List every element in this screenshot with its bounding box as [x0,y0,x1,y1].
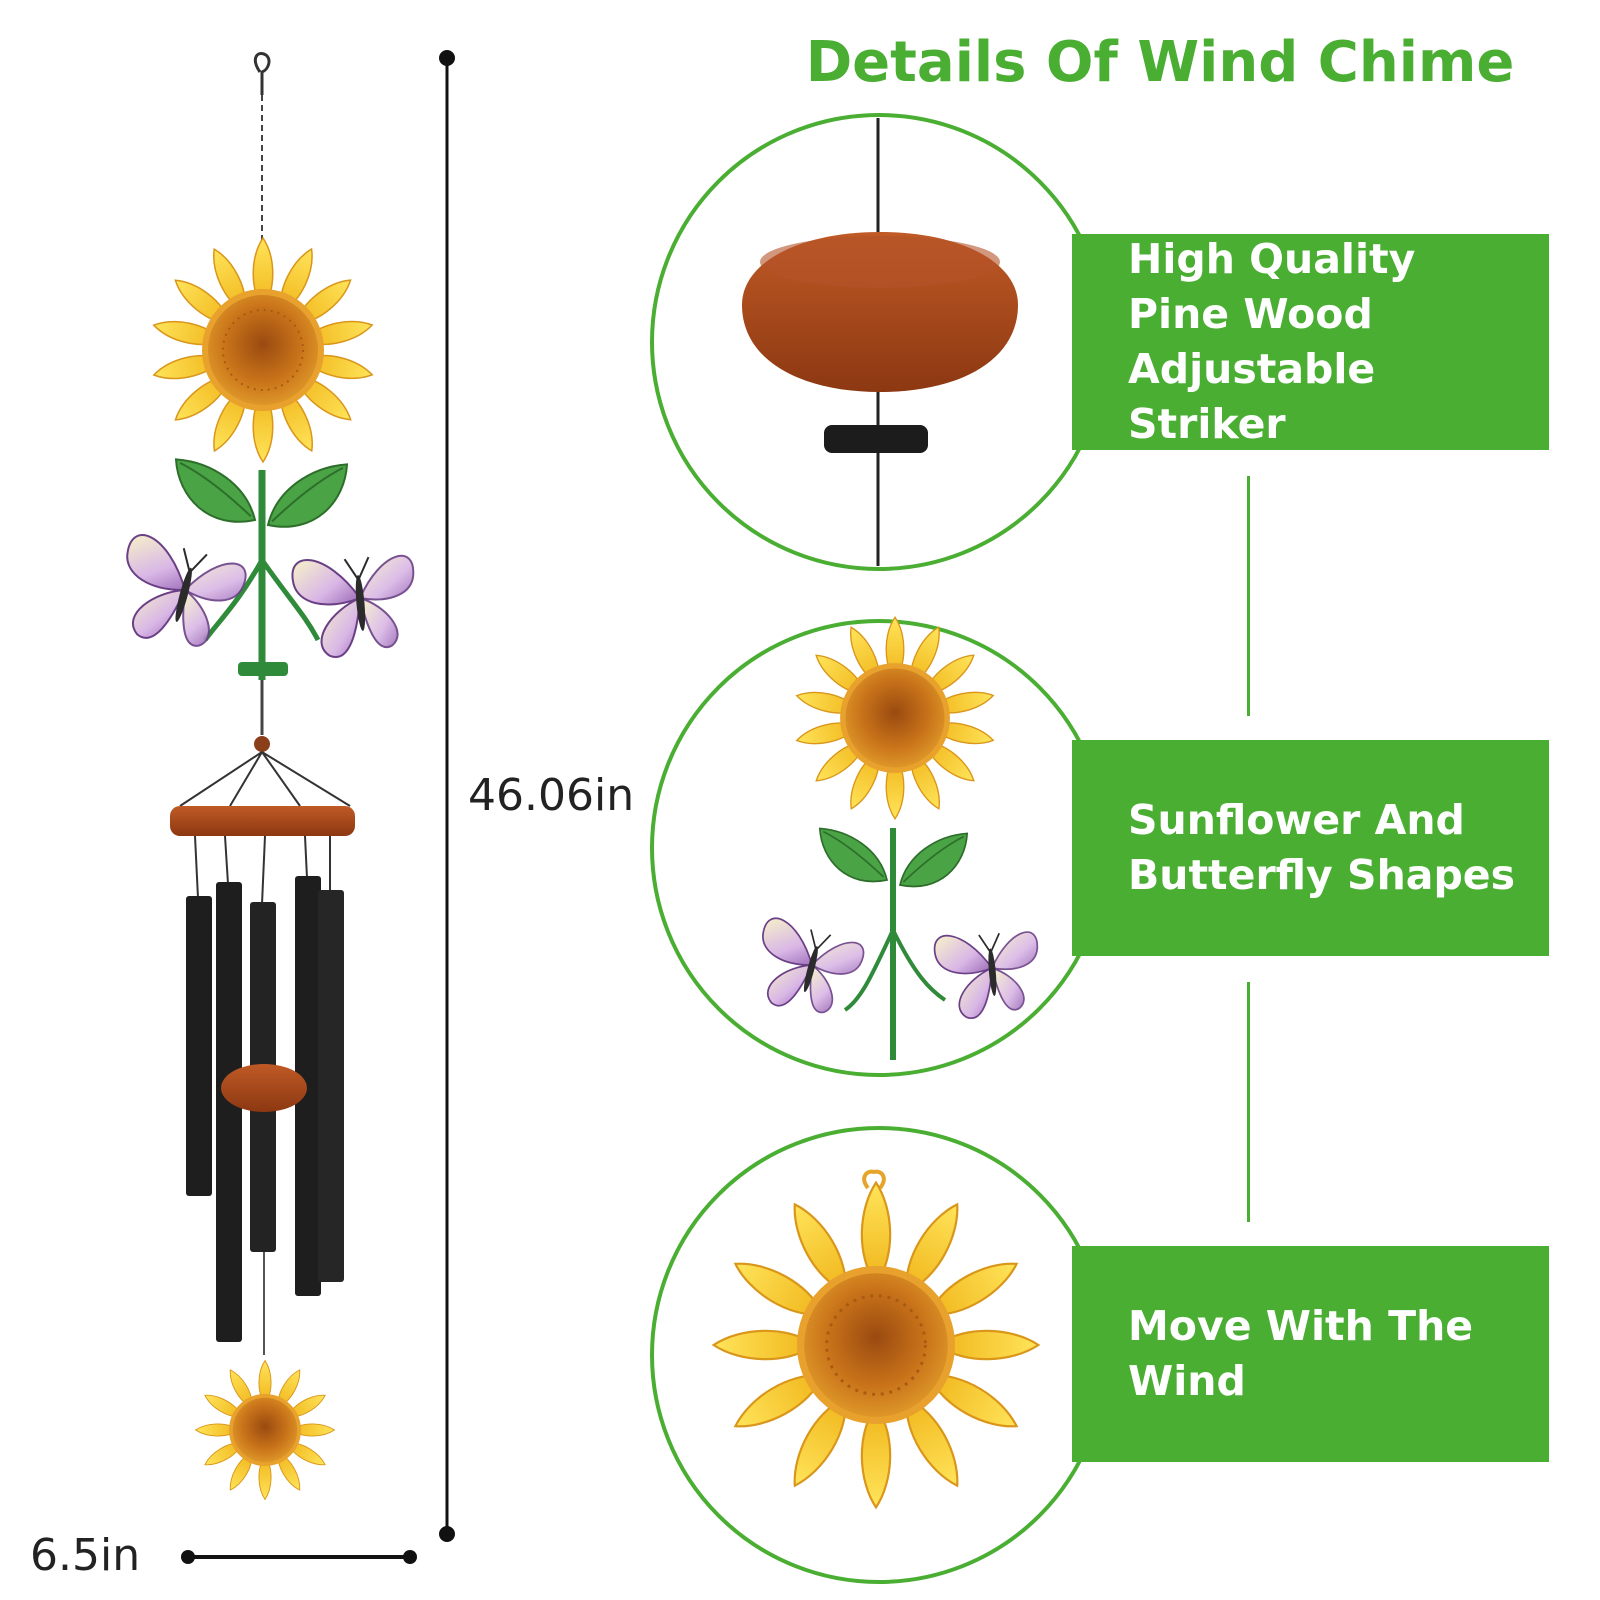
detail-circle-sunflower [650,616,1108,1077]
stopper-icon [824,425,928,453]
feature-text: Sunflower And Butterfly Shapes [1128,796,1515,899]
feature-text: Move With The Wind [1128,1302,1474,1405]
striker [221,1064,307,1112]
feature-text: High Quality Pine Wood Adjustable Strike… [1128,235,1416,448]
chime-tubes [186,876,344,1342]
right-butterfly [290,549,422,662]
hook [253,52,271,245]
wooden-ring [170,806,355,836]
stem [160,454,363,680]
left-butterfly [106,530,251,661]
height-label: 46.06in [468,770,635,821]
width-label: 6.5in [30,1530,141,1581]
product-image [106,52,422,1500]
bottom-sunflower [195,1360,335,1500]
height-dimension-line [439,50,455,1542]
width-dimension-line [181,1550,417,1564]
top-sunflower [150,237,376,463]
connector-line [1247,982,1250,1222]
feature-box-striker: High Quality Pine Wood Adjustable Strike… [1072,234,1549,450]
feature-box-wind: Move With The Wind [1072,1246,1549,1462]
detail-circle-wind [650,1126,1108,1584]
feature-box-shapes: Sunflower And Butterfly Shapes [1072,740,1549,956]
page-title: Details Of Wind Chime [805,30,1515,95]
detail-circle-striker [650,113,1108,571]
connector-line [1247,476,1250,716]
